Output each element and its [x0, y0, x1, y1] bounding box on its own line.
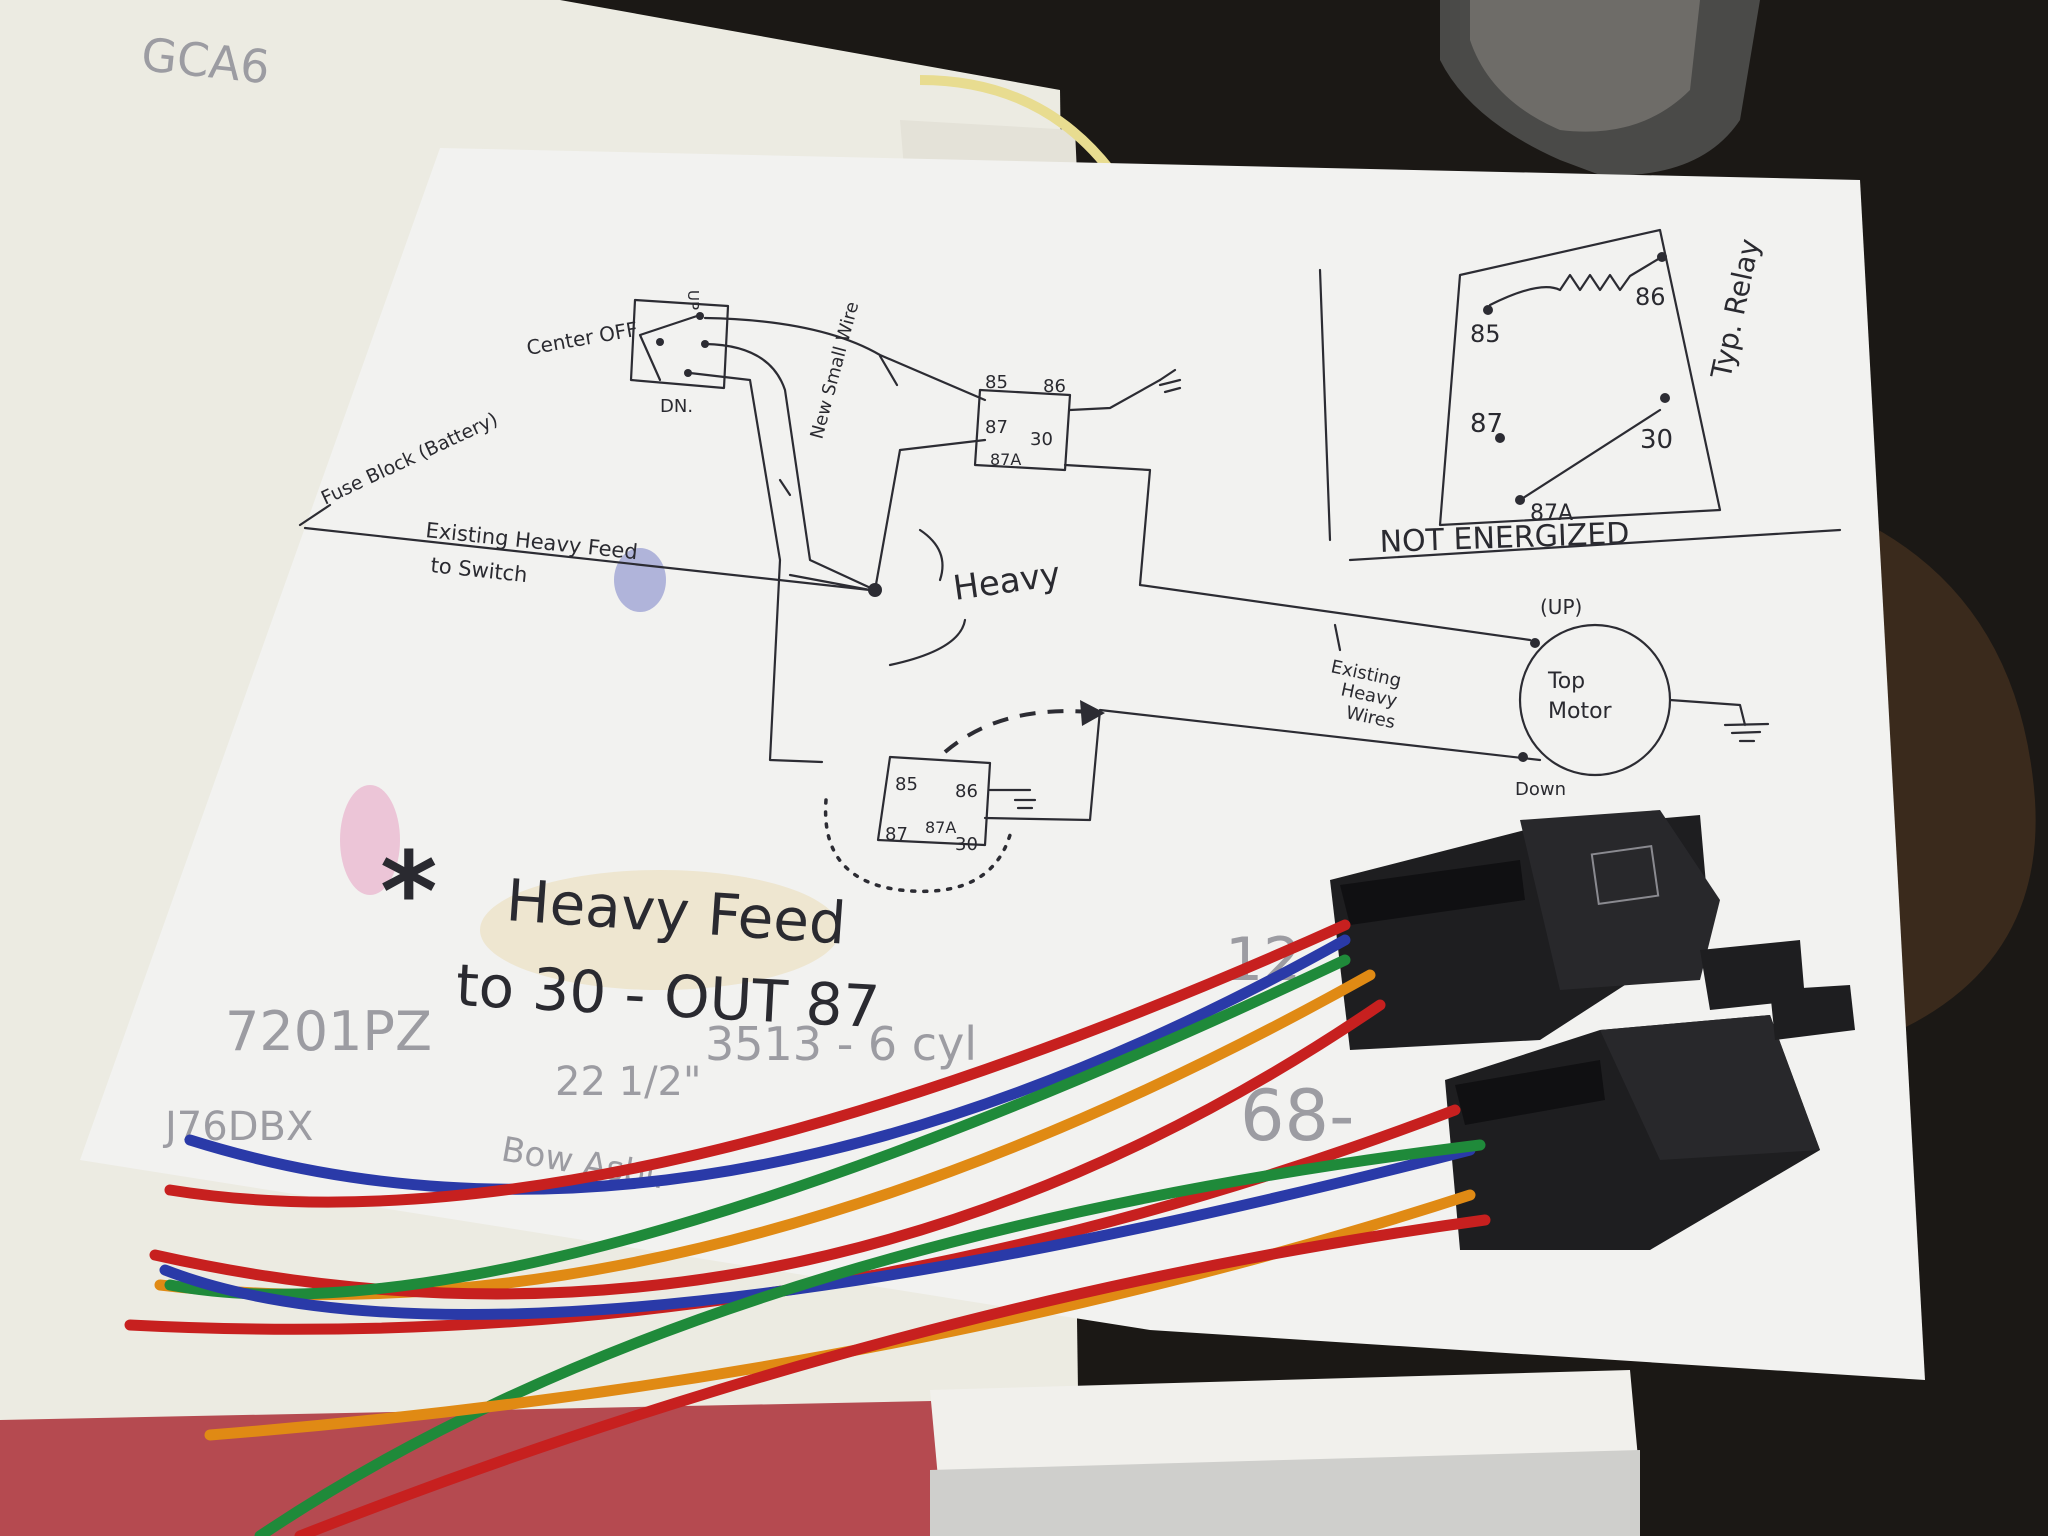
top-relay-pin-87a: 87A [990, 450, 1021, 469]
typ-relay-pin-86: 86 [1635, 283, 1666, 311]
note-asterisk: * [380, 828, 438, 956]
top-relay-pin-87: 87 [985, 417, 1008, 438]
typ-relay-pin-85: 85 [1470, 320, 1501, 348]
motor-label-motor: Motor [1548, 699, 1613, 724]
pencil-model: 3513 - 6 cyl [705, 1017, 977, 1071]
wire-red-2 [149, 999, 1386, 1300]
typ-relay-pin-87a: 87A [1530, 501, 1573, 526]
pencil-size: 22 1/2" [555, 1059, 701, 1105]
pencil-part-j76dbx: J76DBX [162, 1104, 313, 1150]
red-magazine [0, 1400, 1000, 1536]
metal-object-highlight [1470, 0, 1700, 132]
pencil-part-7201pz: 7201PZ [225, 1000, 432, 1063]
bottom-relay: 85 86 87 87A 30 [823, 700, 1542, 894]
typ-relay-pin-30: 30 [1640, 425, 1673, 455]
wire-bundle [124, 919, 1491, 1536]
bottom-relay-pin-30: 30 [955, 834, 978, 855]
pencil-note-gca6: GCA6 [139, 27, 272, 94]
wire-red-4 [294, 1214, 1491, 1536]
relay-connector-bottom [1445, 985, 1855, 1250]
wire-green-1 [164, 954, 1351, 1300]
bottom-relay-pin-87a: 87A [925, 818, 956, 837]
diagram-paper [80, 148, 1925, 1380]
motor-down-label: Down [1515, 779, 1566, 800]
wire-blue-2 [159, 1144, 1476, 1320]
bottom-relay-pin-87: 87 [885, 824, 908, 845]
top-relay: 85 86 87 30 87A [973, 368, 1532, 642]
switch-label-down: DN. [660, 396, 693, 417]
wire-green-2 [254, 1139, 1486, 1536]
top-motor: Top Motor (UP) Down [1515, 595, 1770, 800]
relay-connector-top [1330, 810, 1805, 1050]
dotted-circle [823, 798, 1012, 894]
switch-label-up: UP [684, 290, 702, 310]
bottom-relay-pin-86: 86 [955, 781, 978, 802]
tan-stain [480, 870, 840, 990]
top-relay-pin-86: 86 [1043, 376, 1066, 397]
top-relay-pin-85: 85 [985, 372, 1008, 393]
pencil-year: 68- [1240, 1075, 1354, 1157]
wire-red-1 [164, 919, 1351, 1208]
wooden-stool [1860, 520, 2036, 1030]
not-energized-caption: NOT ENERGIZED [1379, 516, 1630, 560]
motor-up-label: (UP) [1540, 595, 1582, 619]
wire-blue-1 [184, 934, 1351, 1195]
bottom-sheet-shadow [930, 1450, 1640, 1536]
motor-label-top: Top [1547, 669, 1585, 694]
bottom-relay-pin-85: 85 [895, 774, 918, 795]
pink-stain [340, 785, 400, 895]
top-relay-pin-30: 30 [1030, 429, 1053, 450]
typ-relay-pin-87: 87 [1470, 409, 1503, 439]
